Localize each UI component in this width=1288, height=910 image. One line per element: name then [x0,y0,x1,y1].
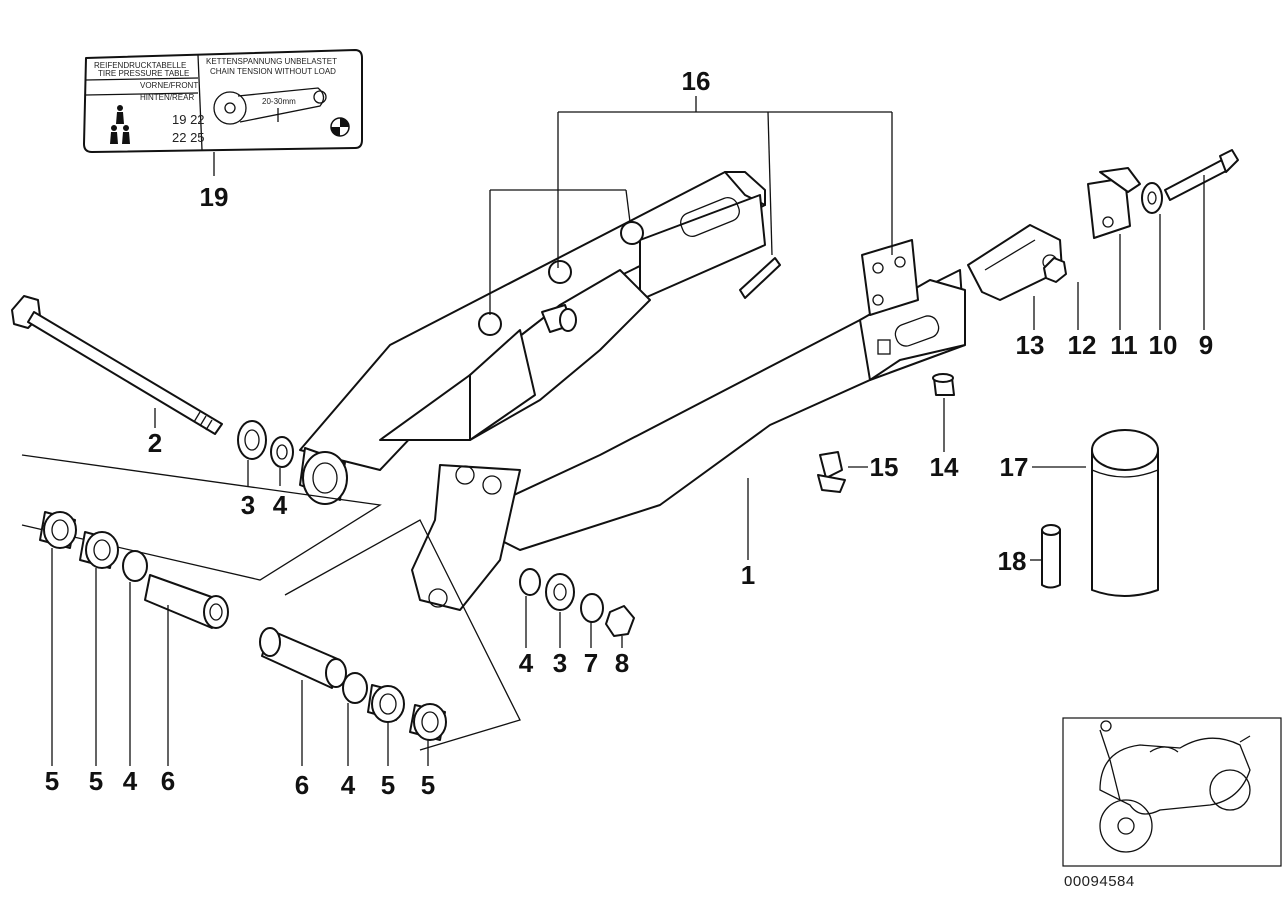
chain-adjuster-13 [967,224,1063,301]
decal-solo-values: 19 22 [172,112,205,127]
callout-10: 10 [1149,330,1178,360]
decal-chain-de: KETTENSPANNUNG UNBELASTET [206,57,337,66]
adjuster-block-11 [1087,167,1141,239]
callout-18: 18 [998,546,1027,576]
grease-can-17 [1091,429,1159,597]
reference-number: 00094584 [1064,873,1135,890]
callout-5d: 5 [421,770,435,800]
callout-15: 15 [870,452,899,482]
tire-pressure-decal: REIFENDRUCKTABELLE TIRE PRESSURE TABLE V… [83,49,363,176]
washer-10 [1141,182,1163,214]
callout-3-right: 3 [553,648,567,678]
decal-pillion-values: 22 25 [172,130,205,145]
callout-9: 9 [1199,330,1213,360]
callout-4-left: 4 [273,490,288,520]
adjuster-bolt-9 [1164,149,1239,201]
decal-title-en: TIRE PRESSURE TABLE [98,69,189,78]
bearing-group-left [21,454,382,629]
motorcycle-thumbnail [1062,717,1282,867]
bearing-group-right [259,519,521,751]
needle-bearing-5d [409,703,447,741]
axle-bolt [11,295,223,435]
callout-13: 13 [1016,330,1045,360]
washer-3-left [237,420,267,460]
callout-1: 1 [741,560,755,590]
washer-3-right [545,573,575,611]
motorcycle-icon [1099,720,1251,853]
callout-7: 7 [584,648,598,678]
callout-16: 16 [682,66,711,96]
washer-4-left [270,436,294,468]
washer-7 [580,593,604,623]
rider-pillion-icon [110,125,130,144]
decal-front: VORNE/FRONT [140,81,198,90]
callout-11: 11 [1110,330,1138,360]
swing-arm [299,171,966,611]
needle-bearing-5b [79,531,119,569]
callout-19: 19 [200,182,229,212]
sleeve-6a [144,574,229,629]
callout-5b: 5 [89,766,103,796]
decal-rear: HINTEN/REAR [140,93,194,102]
needle-bearing-5c [367,684,405,723]
callout-4c: 4 [123,766,138,796]
nut-8 [605,605,635,637]
decal-range: 20-30mm [262,97,296,106]
sprocket-icon [213,87,327,125]
nut-12 [1043,257,1067,283]
callout-3-left: 3 [241,490,255,520]
bmw-logo-icon [330,117,350,137]
callout-5c: 5 [381,770,395,800]
callout-numbers: 16 19 2 3 4 1 4 3 7 8 5 5 4 6 6 4 5 5 13… [45,66,1213,800]
needle-bearing-5a [39,511,77,549]
sleeve-6b [259,627,347,689]
callout-14: 14 [930,452,959,482]
callout-4-right: 4 [519,648,534,678]
callout-8: 8 [615,648,629,678]
leader-lines [51,96,1205,766]
callout-5a: 5 [45,766,59,796]
pin-18 [1041,524,1061,589]
decal-title-de: REIFENDRUCKTABELLE [94,61,186,70]
callout-4d: 4 [341,770,356,800]
rider-icon [116,105,124,124]
callout-17: 17 [1000,452,1029,482]
callout-2: 2 [148,428,162,458]
washer-4c [122,550,148,582]
washer-4-right [519,568,541,596]
callout-6a: 6 [161,766,175,796]
washer-4d [342,672,368,704]
callout-6b: 6 [295,770,309,800]
decal-chain-en: CHAIN TENSION WITHOUT LOAD [210,67,336,76]
callout-12: 12 [1068,330,1097,360]
